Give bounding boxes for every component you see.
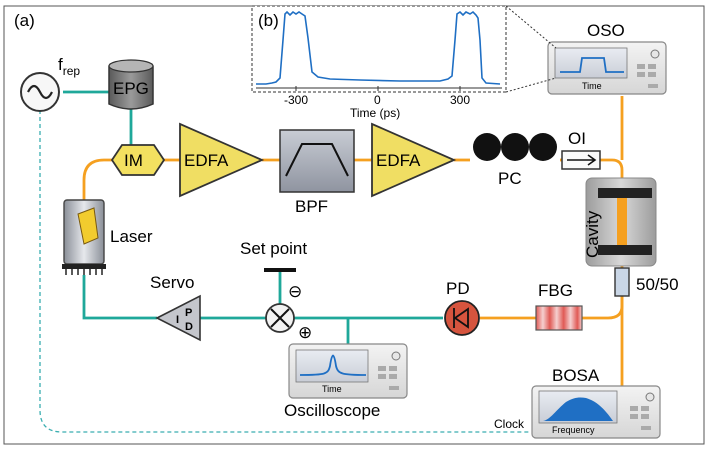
- polarization-controller: [473, 133, 557, 161]
- edfa-2-label: EDFA: [376, 151, 421, 170]
- fiber-bragg-grating: [535, 305, 583, 331]
- cavity-label: Cavity: [583, 210, 602, 258]
- edfa-amplifier-1: [179, 122, 265, 198]
- im-label: IM: [124, 151, 143, 170]
- diode-icon: [453, 307, 469, 329]
- coupler-to-fbg-fiber: [582, 296, 624, 320]
- pd-label: PD: [446, 279, 470, 298]
- edfa-amplifier-2: [371, 122, 457, 198]
- setpoint-label: Set point: [240, 239, 307, 258]
- bosa-label: BOSA: [552, 366, 600, 385]
- arrow-right-icon: [567, 154, 597, 166]
- pc-label: PC: [498, 169, 522, 188]
- clock-line: [39, 110, 530, 433]
- rf-source: [20, 72, 60, 112]
- edfa-1-label: EDFA: [184, 151, 229, 170]
- fbg-label: FBG: [538, 281, 573, 300]
- photodetector: [444, 300, 480, 336]
- zoom-line-top: [505, 5, 557, 49]
- fifty-fifty-coupler: [614, 267, 630, 297]
- mixer: [265, 303, 295, 333]
- clock-label: Clock: [494, 417, 525, 431]
- laser-to-im-fiber: [82, 158, 112, 200]
- cavity: [585, 177, 657, 267]
- zoom-line-bottom: [505, 77, 557, 93]
- sine-wave-icon: [27, 84, 53, 100]
- inset-xtick-2: 0: [374, 93, 381, 107]
- laser-to-servo-line: [82, 275, 157, 320]
- laser-label: Laser: [110, 227, 153, 246]
- oscilloscope-trace: [299, 354, 367, 376]
- oscilloscope-instrument: [288, 343, 408, 399]
- intensity-modulator: [110, 144, 166, 176]
- bosa-spectrum: [543, 397, 613, 421]
- bosa-caption: Frequency: [552, 425, 595, 435]
- oso-instrument: [547, 41, 667, 95]
- coupler-label: 50/50: [636, 275, 679, 294]
- optical-isolator: [561, 150, 601, 170]
- inset-pulse-trace: [256, 10, 501, 85]
- inset-plot: [251, 5, 557, 93]
- oso-caption: Time: [582, 81, 602, 91]
- panel-a-label: (a): [14, 11, 35, 30]
- oi-label: OI: [568, 129, 586, 148]
- bpf-label: BPF: [295, 197, 328, 216]
- fiber-lines: [82, 96, 624, 386]
- servo-label: Servo: [150, 273, 194, 292]
- plus-sign: ⊕: [298, 323, 312, 342]
- epg-module: [108, 59, 154, 110]
- servo-d-glyph: D: [185, 321, 193, 333]
- inset-xtick-3: 300: [450, 93, 470, 107]
- oscilloscope-label: Oscilloscope: [284, 401, 380, 420]
- oi-to-cavity-fiber: [600, 158, 624, 268]
- inset-xtick-1: -300: [284, 93, 308, 107]
- servo-amplifier: [155, 294, 201, 342]
- servo-i-glyph: I: [176, 314, 179, 326]
- oso-label: OSO: [587, 21, 625, 40]
- bandpass-filter: [279, 129, 355, 193]
- laser-source: [62, 199, 106, 275]
- source-frequency-label: frep: [58, 55, 80, 78]
- inset-xlabel: Time (ps): [350, 106, 400, 120]
- oscilloscope-caption: Time: [322, 384, 342, 394]
- minus-sign: ⊖: [288, 282, 302, 301]
- bandpass-shape-icon: [285, 143, 349, 177]
- servo-p-glyph: P: [185, 307, 192, 319]
- panel-b-label: (b): [258, 11, 279, 30]
- epg-label: EPG: [113, 79, 149, 98]
- bosa-instrument: [531, 385, 661, 439]
- oso-trace: [560, 57, 624, 73]
- multiply-icon: [270, 308, 290, 328]
- electrical-lines: [63, 90, 443, 352]
- laser-crystal-icon: [77, 207, 99, 245]
